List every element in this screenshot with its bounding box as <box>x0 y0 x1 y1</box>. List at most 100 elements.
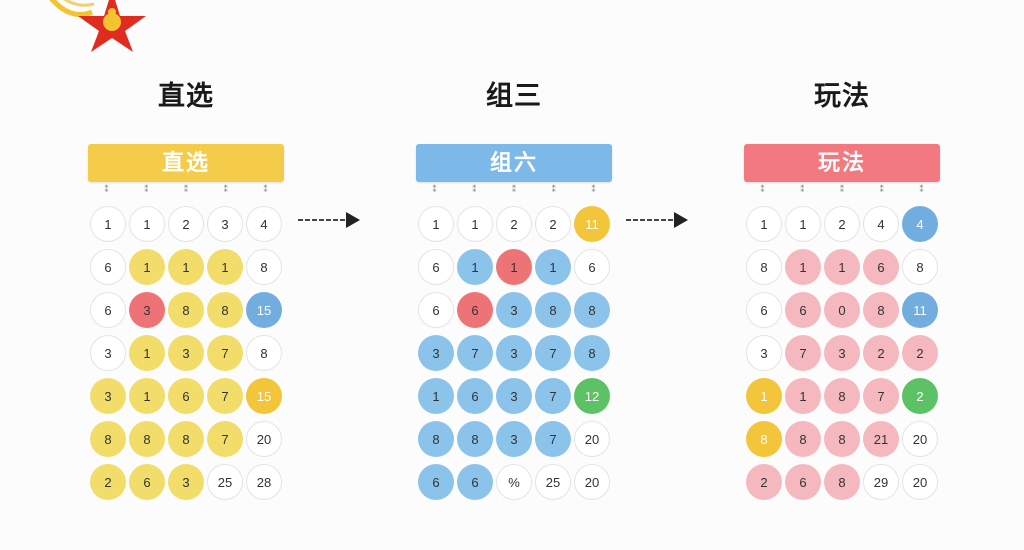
number-ball: 1 <box>418 206 454 242</box>
number-ball: 6 <box>418 292 454 328</box>
number-ball: 3 <box>496 292 532 328</box>
number-ball: 1 <box>457 249 493 285</box>
number-ball: 4 <box>902 206 938 242</box>
number-ball: 28 <box>246 464 282 500</box>
number-ball: 20 <box>246 421 282 457</box>
number-ball: 1 <box>129 378 165 414</box>
arrow-right-icon <box>626 212 688 228</box>
number-ball: 8 <box>824 464 860 500</box>
red-star-logo-icon <box>49 0 146 52</box>
column-mark: ⁑ <box>144 185 149 194</box>
number-ball: 8 <box>246 335 282 371</box>
number-ball: 0 <box>824 292 860 328</box>
number-ball: 1 <box>785 249 821 285</box>
number-ball: 3 <box>168 464 204 500</box>
number-ball: 2 <box>863 335 899 371</box>
number-ball: 8 <box>129 421 165 457</box>
section-title-direct: 直选 <box>158 81 214 111</box>
number-ball: 3 <box>496 378 532 414</box>
number-ball: 3 <box>168 335 204 371</box>
column-mark: ⁑ <box>472 185 477 194</box>
number-ball: 15 <box>246 292 282 328</box>
number-ball: 6 <box>785 292 821 328</box>
number-ball: 20 <box>574 421 610 457</box>
number-ball: 3 <box>496 421 532 457</box>
number-ball: 8 <box>168 421 204 457</box>
number-ball: 3 <box>129 292 165 328</box>
number-ball: 20 <box>574 464 610 500</box>
number-ball: 8 <box>824 421 860 457</box>
number-ball: 8 <box>785 421 821 457</box>
number-ball: 6 <box>457 464 493 500</box>
number-ball: 2 <box>824 206 860 242</box>
number-ball: 8 <box>746 421 782 457</box>
number-ball: 8 <box>574 292 610 328</box>
number-ball: 12 <box>574 378 610 414</box>
number-ball: 3 <box>746 335 782 371</box>
number-ball: 25 <box>535 464 571 500</box>
number-ball: 1 <box>90 206 126 242</box>
number-ball: 6 <box>785 464 821 500</box>
number-ball: 4 <box>246 206 282 242</box>
number-ball: 1 <box>535 249 571 285</box>
number-ball: 11 <box>574 206 610 242</box>
number-ball: 21 <box>863 421 899 457</box>
number-ball: 2 <box>90 464 126 500</box>
number-ball: 11 <box>902 292 938 328</box>
number-ball: 8 <box>90 421 126 457</box>
column-mark: ⁑ <box>432 185 437 194</box>
number-ball: 8 <box>746 249 782 285</box>
column-mark: ⁑ <box>512 185 516 194</box>
number-ball: 6 <box>129 464 165 500</box>
number-ball: 8 <box>863 292 899 328</box>
column-mark: ⁑ <box>263 185 268 194</box>
number-ball: 3 <box>418 335 454 371</box>
number-ball: 7 <box>207 335 243 371</box>
number-ball: 8 <box>168 292 204 328</box>
number-ball: 8 <box>535 292 571 328</box>
number-ball: 8 <box>246 249 282 285</box>
number-ball: 7 <box>535 421 571 457</box>
number-ball: 8 <box>824 378 860 414</box>
number-ball: 2 <box>902 378 938 414</box>
number-ball: 8 <box>457 421 493 457</box>
number-ball: 2 <box>902 335 938 371</box>
number-ball: 6 <box>574 249 610 285</box>
arrow-right-icon <box>298 212 360 228</box>
number-ball: 3 <box>90 335 126 371</box>
number-ball: 6 <box>863 249 899 285</box>
number-ball: 1 <box>746 206 782 242</box>
number-ball: 1 <box>785 378 821 414</box>
number-ball: 15 <box>246 378 282 414</box>
column-mark: ⁑ <box>223 185 228 194</box>
number-ball: 1 <box>457 206 493 242</box>
number-ball: 1 <box>496 249 532 285</box>
column-mark: ⁑ <box>184 185 188 194</box>
number-ball: 8 <box>207 292 243 328</box>
number-ball: 7 <box>785 335 821 371</box>
number-ball: 1 <box>129 249 165 285</box>
column-mark: ⁑ <box>919 185 924 194</box>
column-marks: ⁑⁑⁑⁑⁑ <box>88 182 284 198</box>
number-ball: 2 <box>535 206 571 242</box>
column-mark: ⁑ <box>760 185 765 194</box>
number-ball: 7 <box>207 421 243 457</box>
number-ball: 20 <box>902 464 938 500</box>
number-ball: 6 <box>90 249 126 285</box>
number-ball: 1 <box>746 378 782 414</box>
number-ball: 20 <box>902 421 938 457</box>
number-ball: 8 <box>418 421 454 457</box>
number-ball: 1 <box>129 335 165 371</box>
number-ball: 6 <box>457 378 493 414</box>
number-ball: 29 <box>863 464 899 500</box>
column-marks: ⁑⁑⁑⁑⁑ <box>744 182 940 198</box>
number-ball: % <box>496 464 532 500</box>
number-ball: 6 <box>418 249 454 285</box>
number-ball: 7 <box>535 335 571 371</box>
panel-header: 组六 <box>416 144 612 182</box>
number-ball: 8 <box>574 335 610 371</box>
number-ball: 2 <box>746 464 782 500</box>
